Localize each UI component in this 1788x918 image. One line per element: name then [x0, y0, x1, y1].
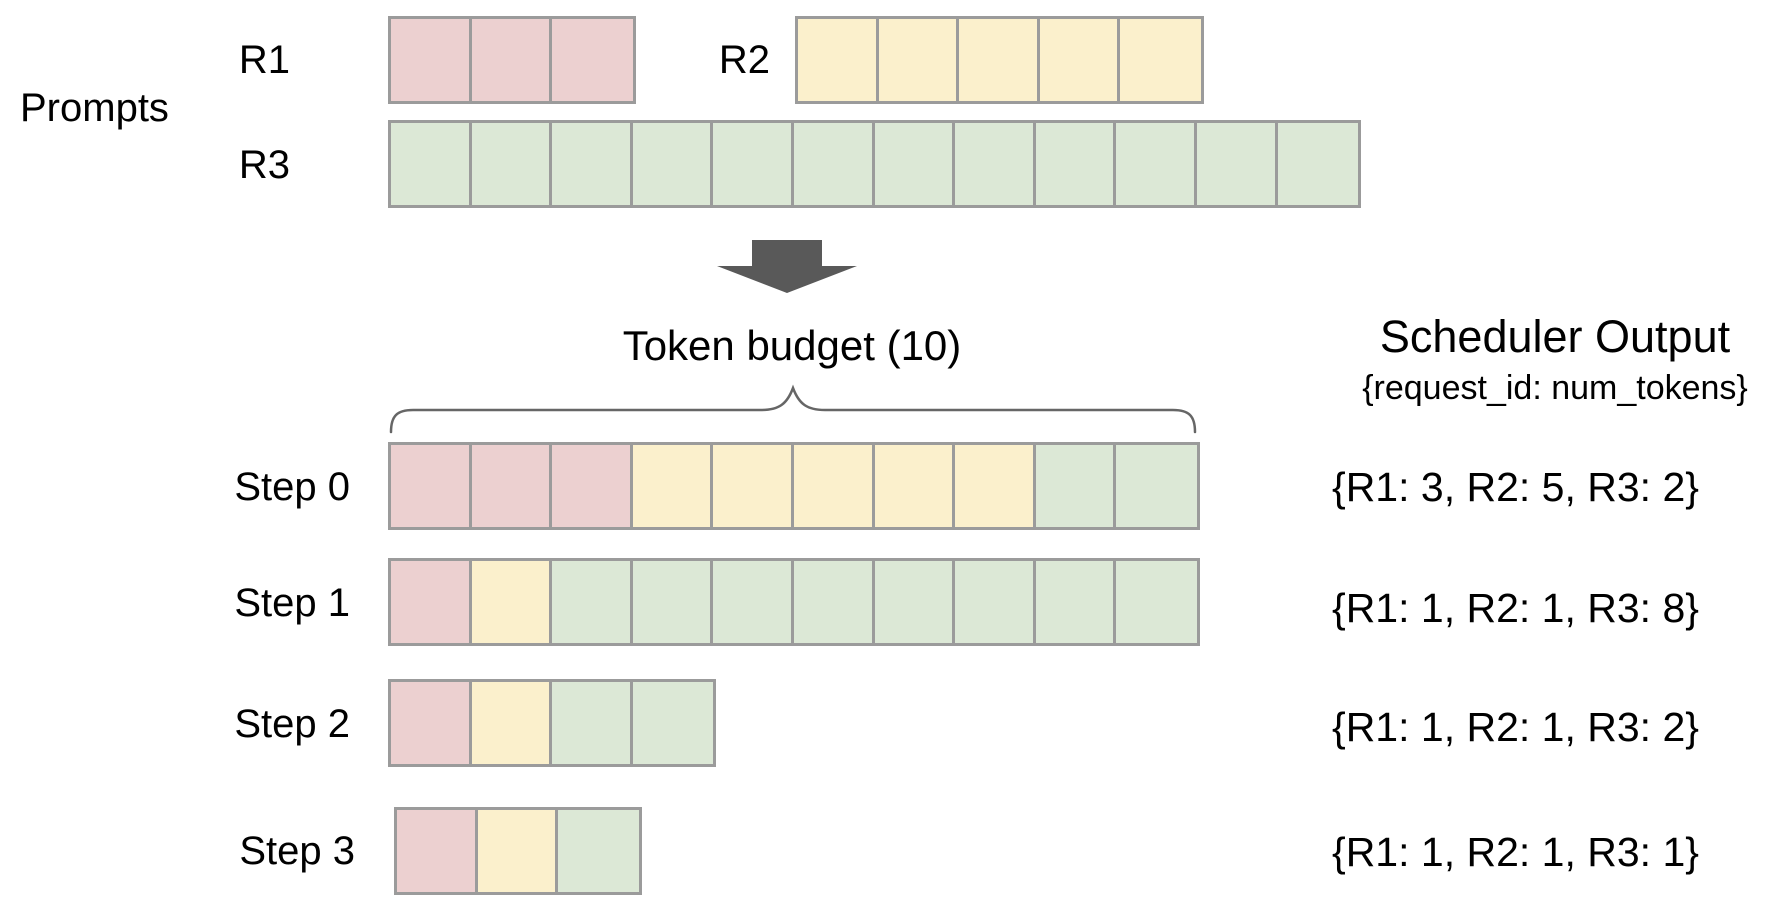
token-cell-r3 — [874, 561, 956, 643]
token-cell-r3 — [1196, 123, 1278, 205]
scheduler-output-subtitle: {request_id: num_tokens} — [1362, 369, 1748, 407]
token-cell-r3 — [471, 123, 553, 205]
token-cell-r3 — [632, 682, 714, 764]
token-cell-r3 — [955, 561, 1036, 643]
token-cell-r3 — [1277, 123, 1359, 205]
token-cell-r3 — [552, 682, 633, 764]
step-0-row — [388, 442, 1200, 530]
token-budget-label: Token budget (10) — [622, 322, 962, 369]
step-0-label: Step 0 — [234, 465, 350, 509]
token-cell-r1 — [471, 445, 553, 527]
token-cell-r1 — [397, 810, 478, 892]
token-cell-r3 — [1116, 561, 1197, 643]
token-cell-r2 — [471, 682, 553, 764]
scheduler-output-step-3: {R1: 1, R2: 1, R3: 1} — [1332, 829, 1699, 875]
prompt-row-r2 — [795, 16, 1204, 104]
step-3-label: Step 3 — [239, 829, 355, 873]
token-cell-r3 — [793, 123, 875, 205]
request-r3-label: R3 — [238, 143, 290, 187]
token-cell-r3 — [874, 123, 956, 205]
scheduler-output-step-0: {R1: 3, R2: 5, R3: 2} — [1332, 464, 1699, 510]
prompt-row-r1 — [388, 16, 636, 104]
token-cell-r2 — [959, 19, 1040, 101]
token-cell-r2 — [713, 445, 794, 527]
scheduler-output-title: Scheduler Output — [1379, 311, 1731, 362]
step-1-row — [388, 558, 1200, 646]
token-budget-brace — [389, 384, 1197, 436]
token-cell-r3 — [552, 123, 633, 205]
token-cell-r3 — [558, 810, 639, 892]
token-cell-r2 — [798, 19, 879, 101]
token-cell-r2 — [878, 19, 960, 101]
token-cell-r2 — [955, 445, 1036, 527]
token-cell-r3 — [632, 123, 714, 205]
down-arrow-icon — [717, 240, 857, 294]
token-cell-r2 — [1120, 19, 1201, 101]
token-cell-r1 — [391, 445, 472, 527]
brace-path — [389, 384, 1197, 434]
token-cell-r1 — [552, 445, 633, 527]
prompt-row-r3 — [388, 120, 1362, 208]
token-cell-r2 — [1039, 19, 1121, 101]
scheduler-output-step-1: {R1: 1, R2: 1, R3: 8} — [1332, 585, 1699, 631]
token-cell-r1 — [471, 19, 553, 101]
step-2-row — [388, 679, 717, 767]
token-cell-r1 — [391, 19, 472, 101]
request-r2-label: R2 — [718, 38, 770, 82]
token-cell-r3 — [1116, 123, 1197, 205]
token-cell-r3 — [1035, 561, 1117, 643]
token-cell-r3 — [632, 561, 714, 643]
token-cell-r2 — [471, 561, 553, 643]
step-1-label: Step 1 — [234, 581, 350, 625]
token-cell-r1 — [391, 561, 472, 643]
token-cell-r3 — [955, 123, 1036, 205]
token-cell-r2 — [477, 810, 559, 892]
token-cell-r3 — [1035, 123, 1117, 205]
token-cell-r3 — [713, 123, 794, 205]
token-cell-r2 — [874, 445, 956, 527]
token-cell-r2 — [632, 445, 714, 527]
token-cell-r3 — [713, 561, 794, 643]
token-cell-r1 — [552, 19, 633, 101]
token-cell-r3 — [1035, 445, 1117, 527]
scheduler-output-step-2: {R1: 1, R2: 1, R3: 2} — [1332, 704, 1699, 750]
token-cell-r1 — [391, 682, 472, 764]
token-cell-r2 — [793, 445, 875, 527]
request-r1-label: R1 — [238, 38, 290, 82]
token-cell-r3 — [552, 561, 633, 643]
prompts-label: Prompts — [20, 86, 169, 130]
token-cell-r3 — [1116, 445, 1197, 527]
down-arrow-shape — [717, 240, 857, 293]
token-cell-r3 — [793, 561, 875, 643]
step-3-row — [394, 807, 642, 895]
token-cell-r3 — [391, 123, 472, 205]
step-2-label: Step 2 — [234, 702, 350, 746]
